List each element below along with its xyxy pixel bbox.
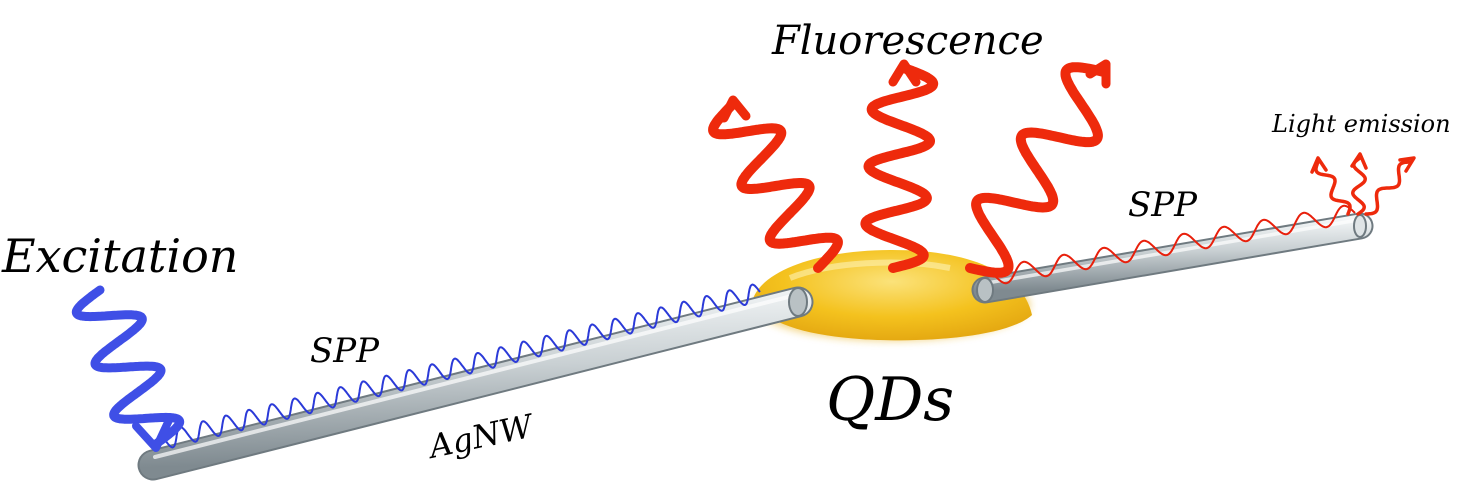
fluorescence-arrow-right — [965, 59, 1111, 278]
light-emission-arrows — [1310, 152, 1416, 216]
fluorescence-arrow-left — [708, 95, 843, 273]
nanowire-right — [971, 212, 1374, 304]
spp-wave-left — [164, 283, 761, 449]
label-spp-right: SPP — [1128, 185, 1198, 225]
fluorescence-arrow-center — [860, 59, 939, 273]
label-light-emission: Light emission — [1271, 110, 1451, 138]
nanowire-left — [137, 286, 814, 481]
label-fluorescence: Fluorescence — [771, 18, 1044, 64]
label-excitation: Excitation — [1, 229, 238, 283]
quantum-dot-droplet — [752, 250, 1032, 341]
label-qds: QDs — [826, 365, 954, 435]
label-agnw: AgNW — [423, 406, 539, 466]
spp-wave-right — [994, 204, 1356, 285]
label-spp-left: SPP — [310, 331, 380, 371]
excitation-arrow — [71, 285, 185, 452]
